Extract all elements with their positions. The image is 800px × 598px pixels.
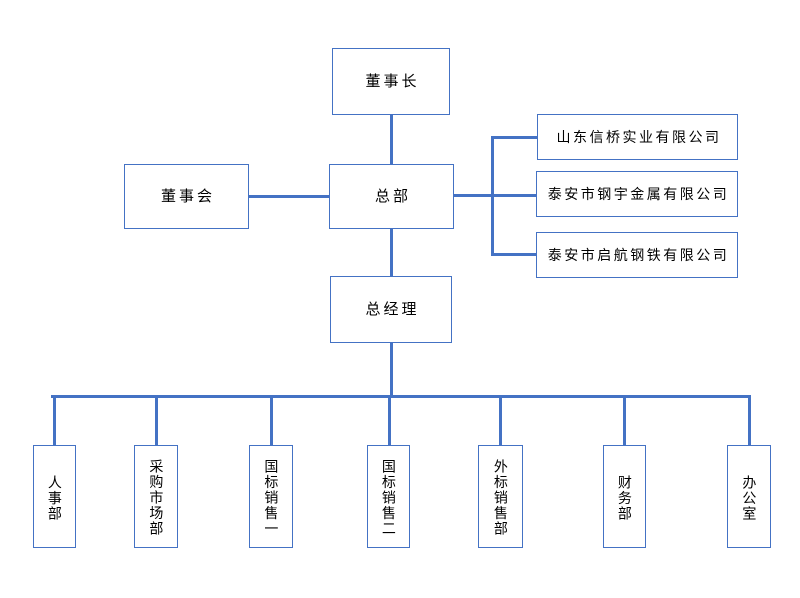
node-department: 国标销售二 — [367, 445, 410, 548]
node-label: 山东信桥实业有限公司 — [556, 128, 722, 145]
node-label: 董事会 — [160, 187, 215, 205]
node-label: 人事部 — [46, 474, 63, 522]
connector-department-drop — [747, 394, 751, 445]
node-label: 泰安市启航钢铁有限公司 — [547, 246, 730, 263]
node-board: 董事会 — [124, 164, 249, 229]
connector-hq-gm — [389, 229, 393, 276]
node-chairman: 董事长 — [332, 48, 450, 115]
node-label: 财务部 — [616, 474, 633, 522]
connector-gm-bus — [389, 343, 393, 396]
node-department: 办公室 — [727, 445, 771, 548]
node-label: 国标销售一 — [263, 459, 280, 537]
node-department: 人事部 — [33, 445, 76, 548]
node-general-manager: 总经理 — [330, 276, 452, 343]
node-headquarters: 总部 — [329, 164, 454, 229]
connector-chairman-hq — [389, 115, 393, 164]
connector-department-bus — [51, 394, 750, 398]
node-subsidiary: 泰安市启航钢铁有限公司 — [536, 232, 738, 278]
node-subsidiary: 山东信桥实业有限公司 — [537, 114, 738, 160]
node-label: 泰安市钢宇金属有限公司 — [547, 185, 730, 202]
node-label: 董事长 — [365, 72, 420, 90]
node-department: 外标销售部 — [478, 445, 523, 548]
node-subsidiary: 泰安市钢宇金属有限公司 — [536, 171, 738, 217]
connector-department-drop — [499, 394, 502, 445]
node-label: 国标销售二 — [380, 459, 397, 537]
node-department: 采购市场部 — [134, 445, 178, 548]
connector-department-drop — [52, 394, 56, 445]
node-label: 总经理 — [365, 300, 420, 318]
connector-department-drop — [269, 394, 273, 445]
connector-board-hq — [248, 194, 330, 198]
node-label: 总部 — [374, 187, 411, 205]
node-department: 财务部 — [603, 445, 646, 548]
node-label: 外标销售部 — [492, 459, 509, 537]
node-label: 采购市场部 — [148, 459, 165, 537]
node-department: 国标销售一 — [249, 445, 293, 548]
node-label: 办公室 — [741, 474, 758, 522]
connector-subsidiary-1-branch — [490, 135, 539, 139]
connector-department-drop — [623, 394, 626, 445]
connector-subsidiary-trunk — [490, 135, 494, 256]
connector-department-drop — [387, 394, 391, 445]
connector-hq-subsidiaries — [453, 193, 537, 197]
connector-department-drop — [154, 394, 158, 445]
connector-subsidiary-3-branch — [490, 252, 538, 256]
